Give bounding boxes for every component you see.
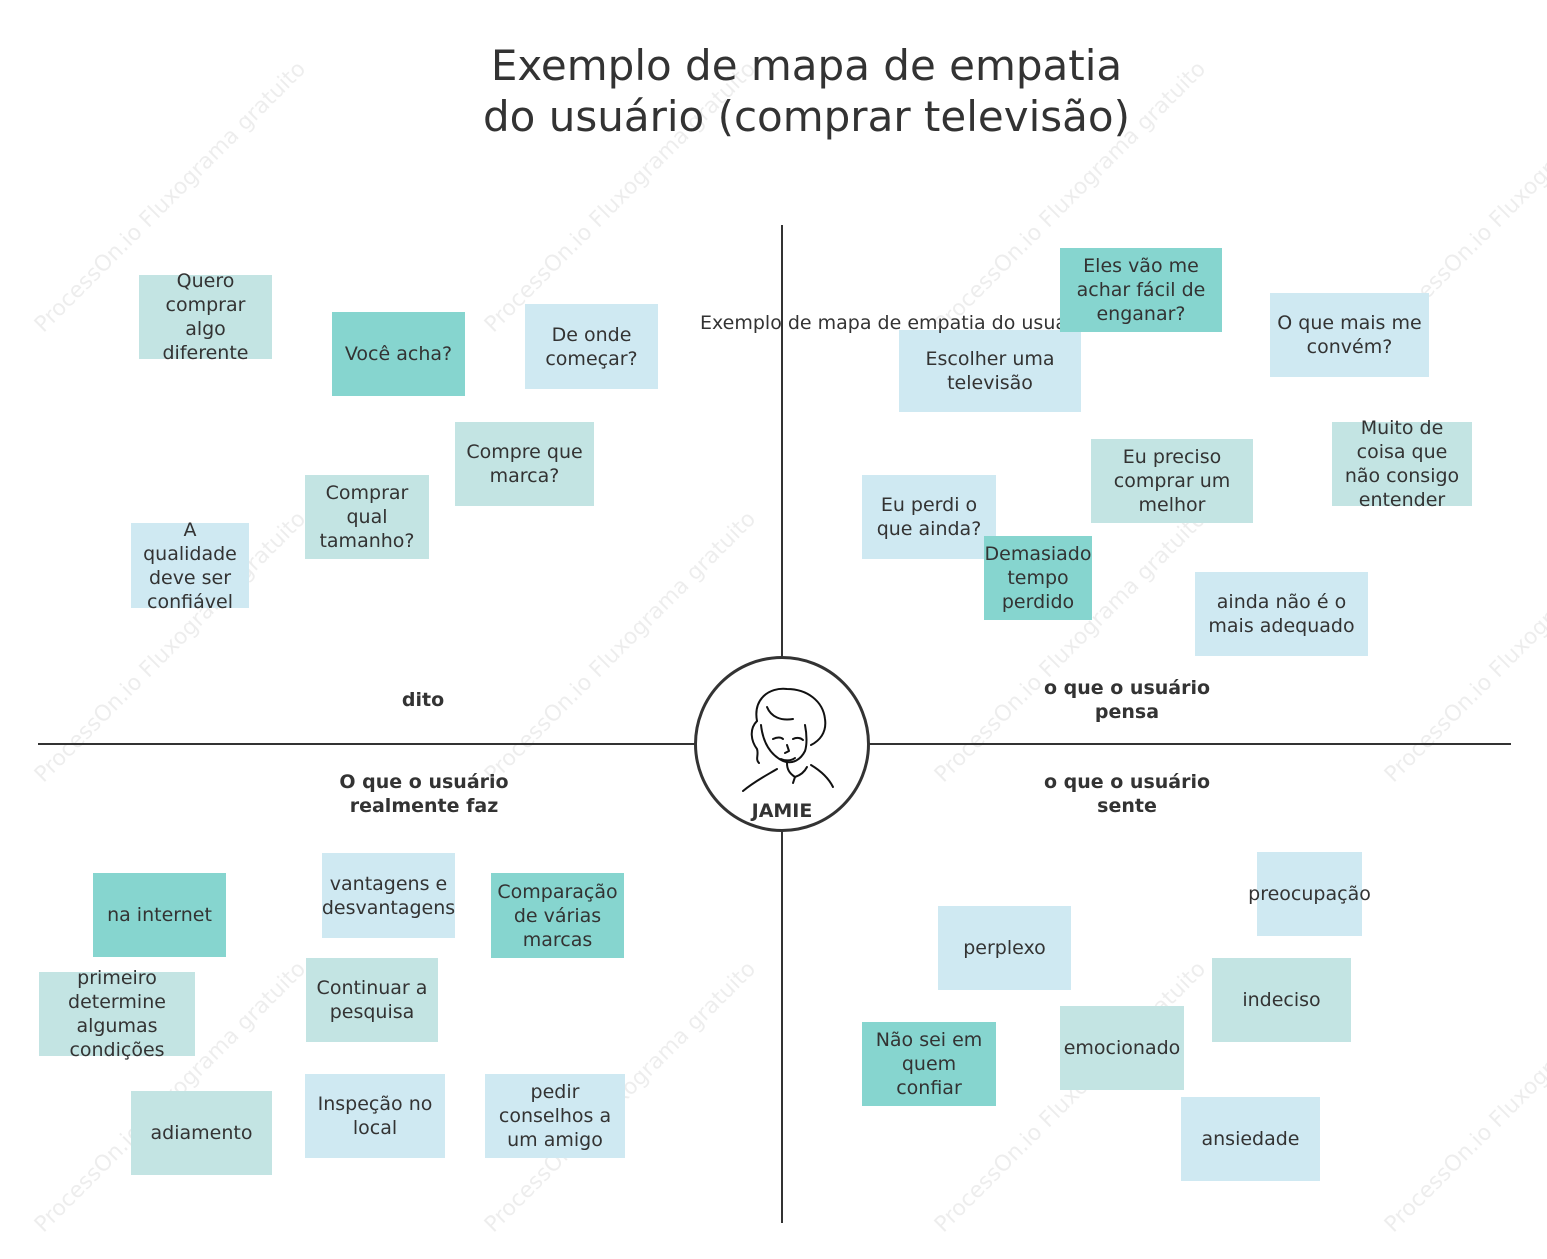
quadrant-label-said: dito xyxy=(401,689,445,711)
sticky-note[interactable]: Eu preciso comprar um melhor xyxy=(1091,439,1253,523)
sticky-note[interactable]: perplexo xyxy=(938,906,1071,990)
diagram-caption: Exemplo de mapa de empatia do usuário xyxy=(700,312,1092,334)
quadrant-label-does: O que o usuário realmente faz xyxy=(339,771,509,817)
sticky-note[interactable]: Eu perdi o que ainda? xyxy=(862,475,996,559)
vertical-axis-top xyxy=(781,225,783,657)
sticky-note[interactable]: adiamento xyxy=(131,1091,272,1175)
watermark: ProcessOn.io Fluxograma gratuito xyxy=(1380,507,1547,788)
sticky-note[interactable]: Quero comprar algo diferente xyxy=(139,270,272,364)
sticky-note[interactable]: Inspeção no local xyxy=(305,1074,445,1158)
sticky-note[interactable]: Você acha? xyxy=(332,312,465,396)
sticky-note[interactable]: Não sei em quem confiar xyxy=(862,1022,996,1106)
sticky-note[interactable]: Escolher uma televisão xyxy=(899,330,1081,412)
vertical-axis-bottom xyxy=(781,828,783,1223)
sticky-note[interactable]: Muito de coisa que não consigo entender xyxy=(1332,417,1472,511)
sticky-note[interactable]: Comparação de várias marcas xyxy=(491,873,624,958)
sticky-note[interactable]: ansiedade xyxy=(1181,1097,1320,1181)
person-portrait-icon xyxy=(742,687,834,792)
title-line-2: do usuário (comprar televisão) xyxy=(483,92,1130,141)
sticky-note[interactable]: primeiro determine algumas condições xyxy=(39,967,195,1061)
sticky-note[interactable]: preocupação xyxy=(1248,852,1371,936)
sticky-note[interactable]: De onde começar? xyxy=(525,304,658,389)
user-name: JAMIE xyxy=(751,800,813,822)
horizontal-axis-right xyxy=(866,743,1511,745)
sticky-note[interactable]: A qualidade deve ser confiável xyxy=(131,519,249,613)
quadrant-label-feels: o que o usuário sente xyxy=(1043,771,1211,817)
sticky-note[interactable]: ainda não é o mais adequado xyxy=(1195,572,1368,656)
sticky-note[interactable]: Comprar qual tamanho? xyxy=(305,475,429,559)
user-avatar: JAMIE xyxy=(694,656,870,832)
sticky-note[interactable]: na internet xyxy=(93,873,226,957)
sticky-note[interactable]: emocionado xyxy=(1060,1006,1184,1090)
horizontal-axis-left xyxy=(38,743,696,745)
sticky-note[interactable]: Demasiado tempo perdido xyxy=(984,536,1092,620)
sticky-note[interactable]: Eles vão me achar fácil de enganar? xyxy=(1060,248,1222,332)
sticky-note[interactable]: Continuar a pesquisa xyxy=(306,958,438,1042)
sticky-note[interactable]: pedir conselhos a um amigo xyxy=(485,1074,625,1158)
sticky-note[interactable]: Compre que marca? xyxy=(455,422,594,506)
sticky-note[interactable]: indeciso xyxy=(1212,958,1351,1042)
quadrant-label-thinks: o que o usuário pensa xyxy=(1043,677,1211,723)
title-line-1: Exemplo de mapa de empatia xyxy=(490,41,1123,90)
watermark: ProcessOn.io Fluxograma gratuito xyxy=(1380,957,1547,1238)
sticky-note[interactable]: O que mais me convém? xyxy=(1270,293,1429,377)
sticky-note[interactable]: vantagens e desvantagens xyxy=(322,853,455,938)
page-title: Exemplo de mapa de empatia do usuário (c… xyxy=(0,40,1547,142)
